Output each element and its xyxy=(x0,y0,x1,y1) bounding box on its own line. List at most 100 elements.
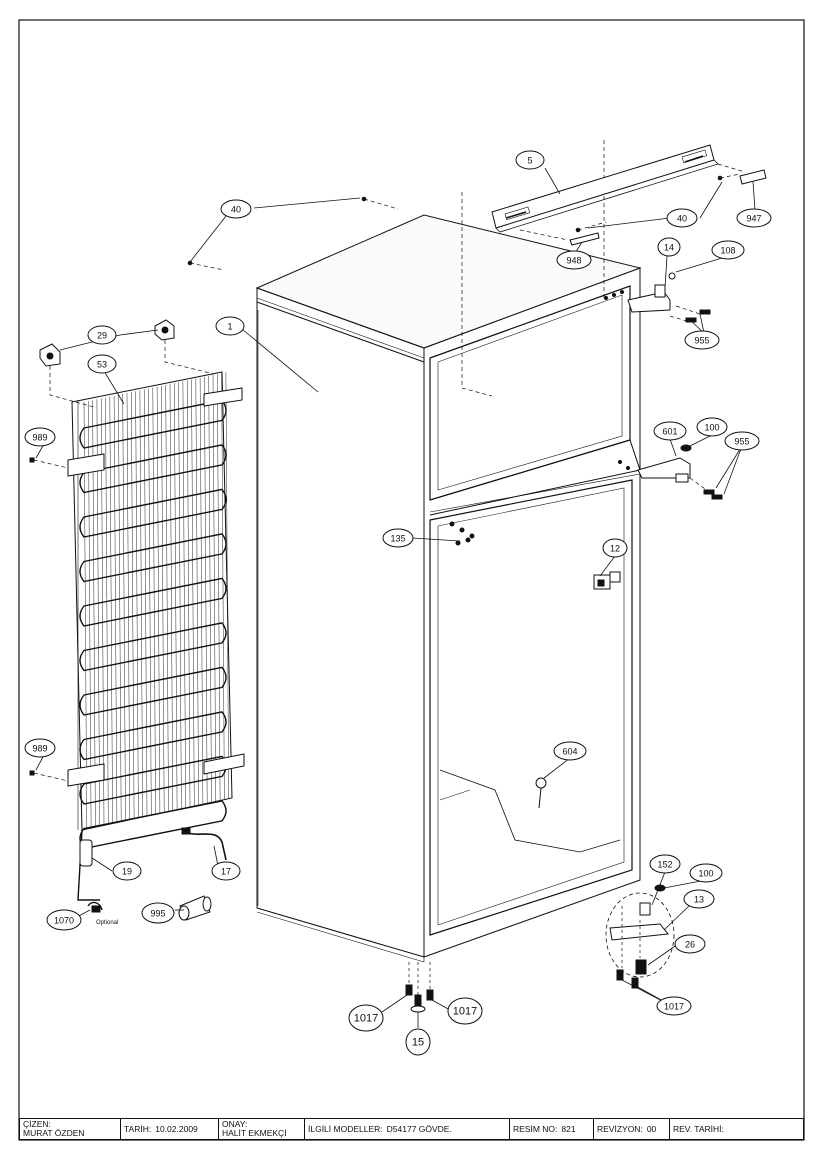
callout-13: 13 xyxy=(683,889,715,909)
tb-resim-label: RESİM NO: xyxy=(513,1123,558,1134)
tb-onay-value: HALİT EKMEKÇİ xyxy=(222,1128,287,1138)
callout-15: 15 xyxy=(405,1028,431,1056)
optional-note: Optional xyxy=(96,920,118,926)
callout-label: 989 xyxy=(32,433,47,443)
callout-995: 995 xyxy=(141,902,175,924)
part-135-screws xyxy=(449,521,475,546)
tb-modeller-label: İLGİLİ MODELLER: xyxy=(308,1123,383,1134)
tb-modeller: İLGİLİ MODELLER: D54177 GÖVDE. xyxy=(305,1119,510,1139)
screw-40-a xyxy=(361,196,367,202)
callout-balloon xyxy=(674,934,706,954)
callout-balloon xyxy=(724,431,760,451)
callout-label: 1070 xyxy=(54,916,74,926)
callout-balloon xyxy=(657,237,681,257)
leader-lines xyxy=(35,167,756,1028)
part-1070-clip xyxy=(87,901,103,913)
callout-balloon xyxy=(215,316,245,336)
callout-balloon xyxy=(382,528,414,548)
tb-rev-tarihi-label: REV. TARİHİ: xyxy=(673,1123,724,1134)
screw-40-c xyxy=(575,227,581,233)
callout-balloon xyxy=(211,861,241,881)
callout-29: 29 xyxy=(87,325,117,345)
callout-balloon xyxy=(87,325,117,345)
callout-balloon xyxy=(689,863,723,883)
screw-40-b xyxy=(187,260,193,266)
callout-100: 100 xyxy=(696,417,728,437)
tb-resim: RESİM NO: 821 xyxy=(510,1119,594,1139)
title-block: ÇİZEN: MURAT ÖZDEN TARİH: 10.02.2009 ONA… xyxy=(19,1118,804,1140)
callout-14: 14 xyxy=(657,237,681,257)
bracket-29-pair xyxy=(39,319,215,408)
callout-12: 12 xyxy=(602,538,628,558)
callout-108: 108 xyxy=(711,240,745,260)
callout-53: 53 xyxy=(87,354,117,374)
callout-1: 1 xyxy=(215,316,245,336)
callout-balloon xyxy=(602,538,628,558)
callout-balloon xyxy=(220,199,252,219)
callout-label: 100 xyxy=(704,423,719,433)
callout-label: 15 xyxy=(412,1037,424,1049)
callout-label: 5 xyxy=(527,156,532,166)
callout-label: 1017 xyxy=(354,1013,378,1025)
tb-tarih-label: TARİH: xyxy=(124,1123,152,1134)
tb-rev-tarihi: REV. TARİHİ: xyxy=(670,1119,803,1139)
callout-balloon xyxy=(348,1004,384,1032)
tb-revizyon-label: REVİZYON: xyxy=(597,1123,643,1134)
callout-601: 601 xyxy=(653,421,687,441)
callout-balloon xyxy=(696,417,728,437)
callout-balloon xyxy=(736,208,772,228)
bottom-feet-screws xyxy=(405,962,434,1013)
callout-948: 948 xyxy=(556,250,592,270)
part-12-clip xyxy=(593,571,621,590)
tb-tarih-value: 10.02.2009 xyxy=(155,1123,198,1134)
drawing-frame xyxy=(18,19,805,1141)
callout-balloon xyxy=(556,250,592,270)
callout-balloon xyxy=(46,909,82,931)
part-947-cap xyxy=(739,169,767,185)
callout-1017: 1017 xyxy=(348,1004,384,1032)
callout-balloon xyxy=(24,738,56,758)
callout-balloon xyxy=(24,427,56,447)
callout-label: 135 xyxy=(390,534,405,544)
middle-hinge-part xyxy=(637,444,723,500)
callout-1070: 1070 xyxy=(46,909,82,931)
screw-40-paths xyxy=(189,173,741,271)
callout-label: 1 xyxy=(227,322,232,332)
callout-1017: 1017 xyxy=(656,996,692,1016)
callout-label: 17 xyxy=(221,867,231,877)
cabinet-body xyxy=(255,140,642,963)
callout-label: 26 xyxy=(685,940,695,950)
condenser-coil xyxy=(67,371,245,901)
part-17-cable xyxy=(183,831,227,861)
callout-label: 989 xyxy=(32,744,47,754)
callout-19: 19 xyxy=(112,861,142,881)
tb-revizyon-value: 00 xyxy=(646,1123,657,1134)
part-995-cylinder xyxy=(178,895,212,921)
callout-947: 947 xyxy=(736,208,772,228)
bottom-hinge-group xyxy=(605,884,675,989)
callout-label: 53 xyxy=(97,360,107,370)
callout-label: 955 xyxy=(694,336,709,346)
callout-label: 948 xyxy=(566,256,581,266)
callout-604: 604 xyxy=(553,741,587,761)
callout-label: 955 xyxy=(734,437,749,447)
part-948-strip xyxy=(569,232,600,246)
callout-989: 989 xyxy=(24,738,56,758)
callout-balloon xyxy=(112,861,142,881)
tb-cizen-value: MURAT ÖZDEN xyxy=(23,1128,85,1138)
callout-balloon xyxy=(447,997,483,1025)
callout-balloon xyxy=(656,996,692,1016)
tb-onay-label: ONAY: xyxy=(222,1119,248,1129)
callout-label: 601 xyxy=(662,427,677,437)
callout-balloon xyxy=(666,208,698,228)
callout-label: 1017 xyxy=(453,1006,477,1018)
callout-label: 19 xyxy=(122,867,132,877)
callout-955: 955 xyxy=(724,431,760,451)
callout-26: 26 xyxy=(674,934,706,954)
callout-1017: 1017 xyxy=(447,997,483,1025)
callout-balloon xyxy=(553,741,587,761)
callout-balloon xyxy=(405,1028,431,1056)
screw-40-d xyxy=(717,175,723,181)
callout-label: 604 xyxy=(562,747,577,757)
